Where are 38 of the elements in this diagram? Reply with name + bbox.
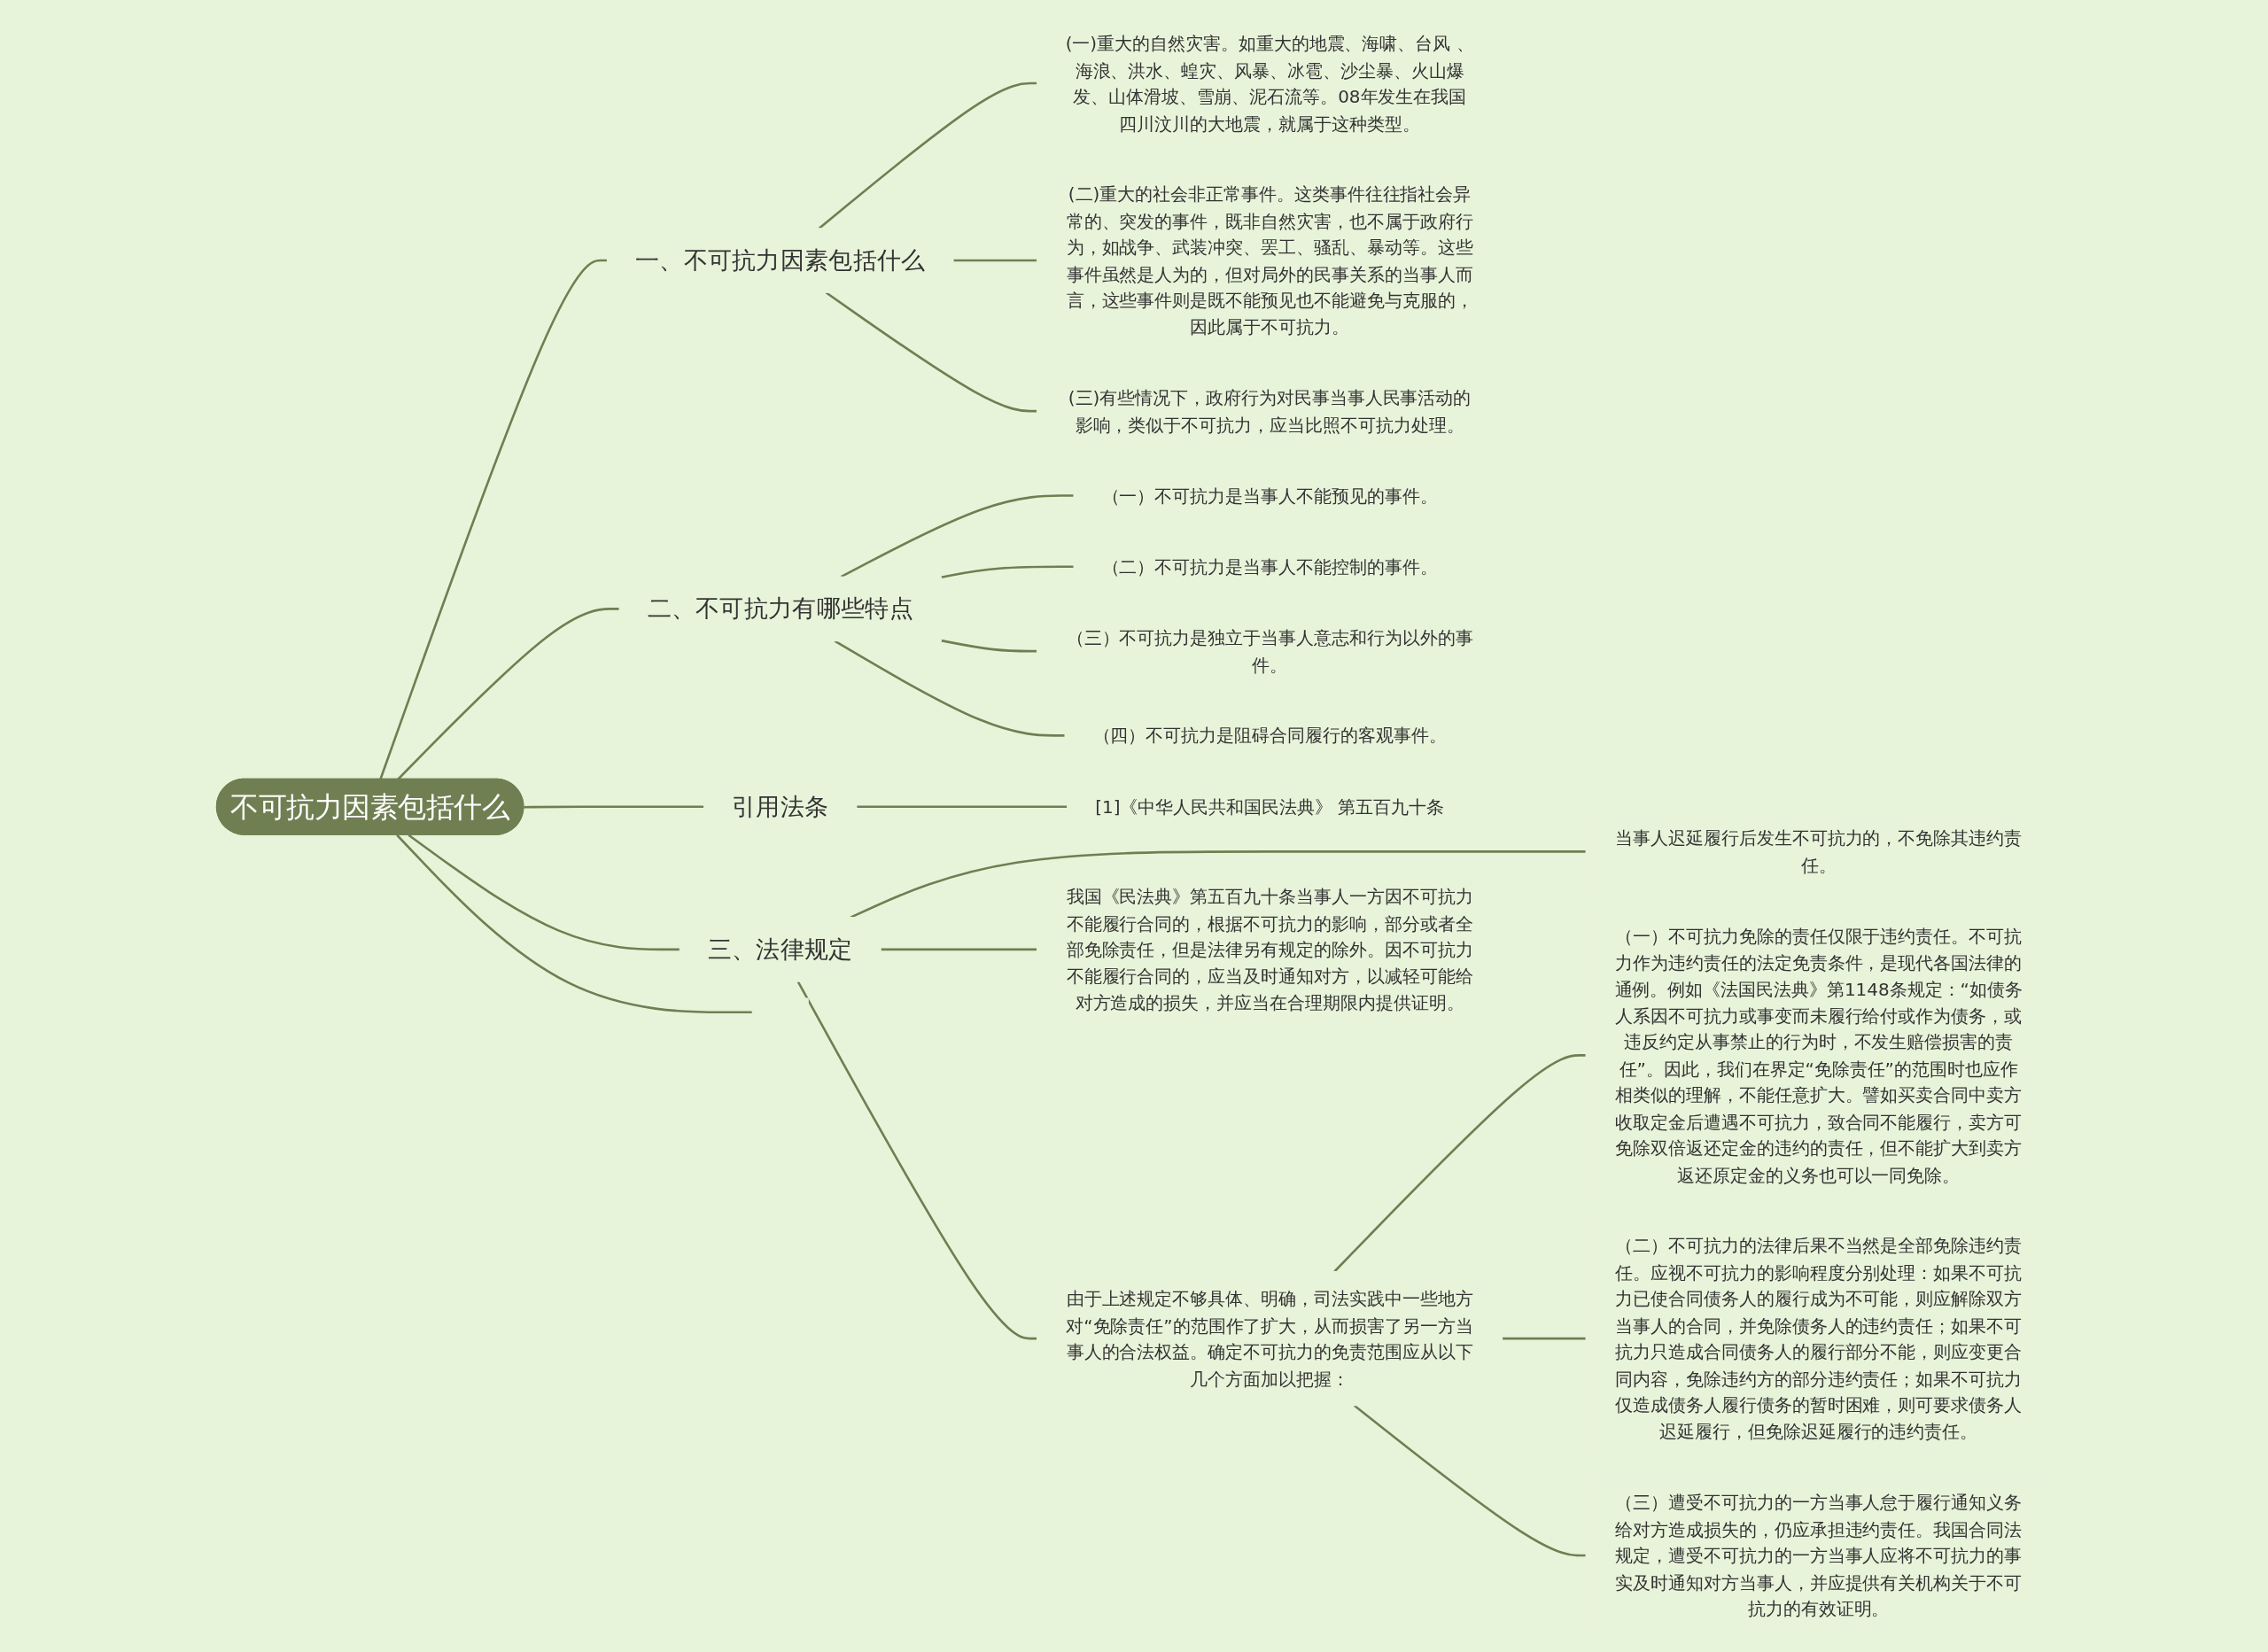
connector xyxy=(396,834,753,1014)
node-text: (一)重大的自然灾害。如重大的地震、海啸、台风 、海浪、洪水、蝗灾、风暴、冰雹、沙尘暴、火山爆发、山体滑坡、雪崩、泥石流等。08年发生在我国四川汶川的大地震，就属于这种类型。 xyxy=(1065,33,1474,134)
connector xyxy=(1354,1404,1587,1557)
connector xyxy=(834,640,1066,737)
connector xyxy=(953,259,1037,262)
node-text: 由于上述规定不够具体、明确，司法实践中一些地方对“免除责任”的范围作了扩大，从而损害了另一方当事人的合法权益。确定不可抗力的免责范围应从以下几个方面加以把握： xyxy=(1066,1288,1474,1389)
connector xyxy=(379,259,608,780)
node-text: (二)重大的社会非正常事件。这类事件往往指社会异常的、突发的事件，既非自然灾害，也不属于政府行为，如战争、武装冲突、罢工、骚乱、暴动等。这些事件虽然是人为的，但对局外的民事关系的当事人而言，这些事件则是既不能预见也不能避免与克服的，因此属于不可抗力。 xyxy=(1066,183,1473,337)
node-text: （二）不可抗力的法律后果不当然是全部免除违约责任。应视不可抗力的影响程度分别处理：如果不可抗力已使合同债务人的履行成为不可能，则应解除双方当事人的合同，并免除债务人的违约责任；如果不可抗力只造成合同债务人的履行部分不能，则应变更合同内容，免除违约方的部分违约责任；如果不可抗力仅造成债务人履行债务的暂时困难，则可要求债务人迟延履行，但免除迟延履行的违约责任。 xyxy=(1615,1235,2023,1442)
node-text: （一）不可抗力是当事人不能预见的事件。 xyxy=(1101,485,1438,506)
node-text: （三）不可抗力是独立于当事人意志和行为以外的事件。 xyxy=(1066,627,1473,675)
node-text: (三)有些情况下，政府行为对民事当事人民事活动的影响，类似于不可抗力，应当比照不可抗力处理。 xyxy=(1068,387,1472,435)
node-text: （一）不可抗力免除的责任仅限于违约责任。不可抗力作为违约责任的法定免责条件，是现代各国法律的通例。例如《法国民法典》第1148条规定：“如债务人系因不可抗力或事变而未履行给付或作为债务，或违反约定从事禁止的行为时，不发生赔偿损害的责任”。因此，我们在界定“免除责任”的范围时也应作相类似的理解，不能任意扩大。譬如买卖合同中卖方收取定金后遭遇不可抗力，致合同不能履行，卖方可免除双倍返还定金的违约的责任，但不能扩大到卖方返还原定金的义务也可以一同免除。 xyxy=(1614,925,2023,1185)
connector xyxy=(397,608,620,780)
connector xyxy=(524,805,704,809)
connector xyxy=(857,805,1068,808)
node-text: 三、法律规定 xyxy=(708,935,853,964)
node-text: （四）不可抗力是阻碍合同履行的客观事件。 xyxy=(1092,725,1447,746)
connector xyxy=(408,834,680,951)
connector xyxy=(825,291,1037,413)
connector xyxy=(941,639,1037,653)
connector xyxy=(941,565,1075,579)
node-text: 我国《民法典》第五百九十条当事人一方因不可抗力不能履行合同的，根据不可抗力的影响，部分或者全部免除责任，但是法律另有规定的除外。因不可抗力不能履行合同的，应当及时通知对方，以减轻可能给对方造成的损失，并应当在合理期限内提供证明。 xyxy=(1066,886,1473,1013)
node-text: 一、不可抗力因素包括什么 xyxy=(635,245,926,275)
connector xyxy=(819,81,1037,229)
connector xyxy=(796,981,1037,1340)
connector xyxy=(841,494,1075,578)
connector xyxy=(850,850,1587,919)
connector xyxy=(1502,1337,1587,1340)
node-text: （二）不可抗力是当事人不能控制的事件。 xyxy=(1101,555,1438,578)
node-text: 当事人迟延履行后发生不可抗力的，不免除其违约责任。 xyxy=(1615,827,2023,875)
node-text: 二、不可抗力有哪些特点 xyxy=(647,594,914,623)
node-text: 引用法条 xyxy=(732,792,829,820)
connector xyxy=(1333,1054,1587,1273)
node-text: [1]《中华人民共和国民法典》 第五百九十条 xyxy=(1095,795,1445,817)
node-text: （三）遭受不可抗力的一方当事人怠于履行通知义务给对方造成损失的，仍应承担违约责任。我国合同法规定，遭受不可抗力的一方当事人应将不可抗力的事实及时通知对方当事人，并应提供有关机构关于不可抗力的有效证明。 xyxy=(1615,1492,2023,1619)
connector xyxy=(881,948,1037,951)
mind-map: 不可抗力因素包括什么 一、不可抗力因素包括什么 (一)重大的自然灾害。如重大的地震、海啸、台风 、海浪、洪水、蝗灾、风暴、冰雹、沙尘暴、火山爆发、山体滑坡、雪崩、泥石流等。08年发生在我国四川汶川的大地震，就属于这种类型。 (二)重大的社会非正常事件。这类事件往往指社会异常的、突发的事件，既非自然灾害，也不属于政府行为，如战争、武装冲突、罢工、骚乱、暴动等。这些事件虽然是人为的，但对局外的民事关系的当事人而言，这些事件则是既不能预见也不能避免与克服的，因此属于不可抗力。 (三)有些情况下，政府行为对民事当事人民事活动的影响，类似于不可抗力，应当比照不可抗力处理。 二、不可抗力有哪些特点 （一）不可抗力是当事人不能预见的事件。 （二）不可抗力是当事人不能控制的事件。 （三）不可抗力是独立于当事人意志和行为以外的事件。 （四）不可抗力是阻碍合同履行的客观事件。 引用法条 [1]《中华人民共和国民法典》 第五百九十条 三、法律规定 由于上述规定不够具体、明确，司法实践中一些地方对“免除责任”的范围作了扩大，从而损害了另一方当事人的合法权益。确定不可抗力的免责范围应从以下几个方面加以把握： （一）不可抗力免除的责任仅限于违约责任。不可抗力作为违约责任的法定免责条件，是现代各国法律的通例。例如《法国民法典》第1148条规定：“如债务人系因不可抗力或事变而未履行给付或作为债务，或违反约定从事禁止的行为时，不发生赔偿损害的责任”。因此，我们在界定“免除责任”的范围时也应作相类似的理解，不能任意扩大。譬如买卖合同中卖方收取定金后遭遇不可抗力，致合同不能履行，卖方可免除双倍返还定金的违约的责任，但不能扩大到卖方返还原定金的义务也可以一同免除。 （二）不可抗力的法律后果不当然是全部免除违约责任。应视不可抗力的影响程度分别处理：如果不可抗力已使合同债务人的履行成为不可能，则应解除双方当事人的合同，并免除债务人的违约责任；如果不可抗力只造成合同债务人的履行部分不能，则应变更合同内容，免除违约方的部分违约责任；如果不可抗力仅造成债务人履行债务的暂时困难，则可要求债务人迟延履行，但免除迟延履行的违约责任。 （三）遭受不可抗力的一方当事人怠于履行通知义务给对方造成损失的，仍应承担违约责任。我国合同法规定，遭受不可抗力的一方当事人应将不可抗力的事实及时通知对方当事人，并应提供有关机构关于不可抗力的有效证明。 我国《民法典》第五百九十条当事人一方因不可抗力不能履行合同的，根据不可抗力的影响，部分或者全部免除责任，但是法律另有规定的除外。因不可抗力不能履行合同的，应当及时通知对方，以减轻可能给对方造成的损失，并应当在合理期限内提供证明。 当事人迟延履行后发生不可抗力的，不免除其违约责任。 xyxy=(209,9,2059,1643)
